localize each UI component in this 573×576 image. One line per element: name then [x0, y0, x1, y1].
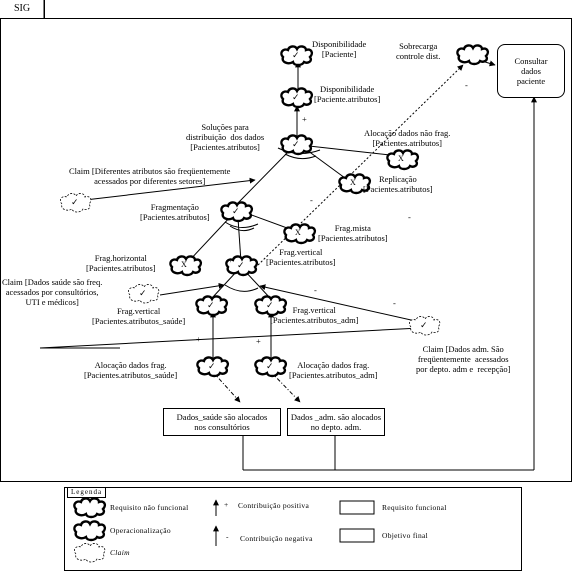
legend-plus: + [224, 500, 229, 509]
box-dados-saude[interactable]: Dados_saúde são alocados nos consultório… [163, 408, 281, 436]
diagram-frame [0, 18, 572, 482]
label-replicacao: Replicação [Pacientes.atributos] [363, 174, 433, 194]
contribution-plus: + [196, 334, 201, 344]
contribution-minus: - [314, 285, 317, 295]
label-fragmentacao: Fragmentação [Pacientes.atributos] [140, 202, 210, 222]
label-frag-vertical: Frag.vertical [Pacientes.atributos] [266, 247, 336, 267]
links [39, 57, 537, 471]
cross-mark: X [295, 228, 301, 237]
label-frag-mista: Frag.mista [Pacientes.atributos] [318, 223, 388, 243]
label-sobrecarga: Sobrecarga controle dist. [396, 41, 441, 61]
contribution-minus: - [393, 298, 396, 308]
check-mark: ✓ [292, 92, 300, 102]
check-mark: ✓ [292, 50, 300, 60]
contribution-minus: - [465, 80, 468, 90]
label-claim-saude: Claim [Dados saúde são freq. acessados p… [2, 277, 103, 307]
label-disponibilidade-atributos: Disponibilidade [Paciente.atributos] [314, 84, 381, 104]
label-frag-vertical-adm: Frag.vertical [Pacientes.atributos_adm] [270, 305, 359, 325]
check-mark: ✓ [420, 320, 428, 330]
label-claim-diferentes: Claim [Diferentes atributos são freqüent… [69, 166, 231, 186]
nfr-sobrecarga-icon [456, 44, 490, 66]
check-mark: ✓ [207, 300, 215, 310]
check-mark: ✓ [208, 361, 216, 371]
contribution-minus: - [310, 195, 313, 205]
legend-req-funcional: Requisito funcional [382, 503, 447, 512]
legend-minus: - [226, 532, 229, 541]
contribution-minus: - [408, 212, 411, 222]
check-mark: ✓ [71, 197, 79, 207]
label-claim-adm: Claim [Dados adm. São freqüentemente ace… [416, 344, 511, 374]
label-alocacao-nao-frag: Alocação dados não frag. [Pacientes.atri… [364, 128, 451, 148]
label-alocacao-frag-adm: Alocação dados frag. [Pacientes.atributo… [289, 360, 378, 380]
check-mark: ✓ [237, 260, 245, 270]
box-consultar-dados-paciente[interactable]: Consultar dados paciente [497, 44, 565, 98]
legend-objetivo-final: Objetivo final [382, 531, 429, 540]
legend-contrib-positiva: Contribuição positiva [238, 501, 310, 510]
legend-req-nao-funcional: Requisito não funcional [110, 503, 189, 512]
check-mark: ✓ [139, 288, 147, 298]
label-disponibilidade-paciente: Disponibilidade [Paciente] [312, 39, 367, 59]
contribution-plus: + [228, 255, 233, 265]
label-frag-horizontal: Frag.horizontal [Pacientes.atributos] [86, 253, 156, 273]
legend: Legenda [64, 487, 522, 571]
legend-title: Legenda [67, 487, 107, 498]
check-mark: ✓ [266, 300, 274, 310]
legend-contrib-negativa: Contribuição negativa [240, 534, 313, 543]
check-mark: ✓ [292, 139, 300, 149]
check-mark: ✓ [266, 361, 274, 371]
contribution-plus: + [302, 114, 307, 124]
legend-claim: Claim [110, 548, 130, 557]
legend-operacionalizacao: Operacionalização [110, 526, 171, 535]
cross-mark: X [181, 260, 187, 269]
box-dados-adm[interactable]: Dados _adm. são alocados no depto. adm. [287, 408, 385, 436]
check-mark: ✓ [232, 206, 240, 216]
label-solucoes: Soluções para distribuição dos dados [Pa… [186, 122, 265, 152]
label-alocacao-frag-saude: Alocação dados frag. [Pacientes.atributo… [84, 360, 178, 380]
cross-mark: X [350, 178, 356, 187]
label-frag-vertical-saude: Frag.vertical [Pacientes.atributos_saúde… [92, 306, 186, 326]
cross-mark: X [398, 154, 404, 163]
contribution-plus: + [256, 336, 261, 346]
